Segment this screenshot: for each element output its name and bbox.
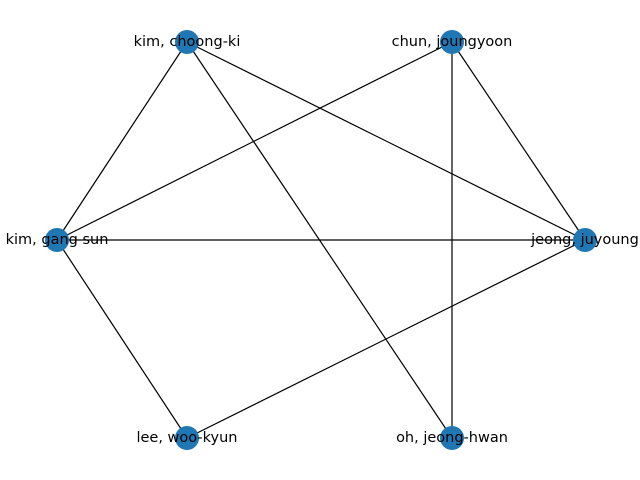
- node-label-lee-woo-kyun: lee, woo-kyun: [136, 430, 237, 446]
- edge-chun-joungyoon-kim-gang-sun: [56, 41, 453, 241]
- edge-kim-choong-ki-kim-gang-sun: [56, 41, 188, 241]
- labels-layer: kim, choong-ki chun, joungyoon kim, gang s…: [6, 34, 639, 446]
- node-lee-woo-kyun: [175, 426, 199, 450]
- node-kim-choong-ki: [175, 30, 199, 54]
- node-oh-jeong-hwan: [440, 426, 464, 450]
- node-kim-gang-sun: [45, 228, 69, 252]
- edge-chun-joungyoon-jeong-juyoung: [451, 41, 586, 241]
- node-label-jeong-juyoung: jeong, juyoung: [530, 232, 639, 248]
- node-label-kim-gang-sun: kim, gang sun: [6, 232, 109, 248]
- node-label-kim-choong-ki: kim, choong-ki: [134, 34, 241, 50]
- node-label-oh-jeong-hwan: oh, jeong-hwan: [396, 430, 508, 446]
- edge-kim-choong-ki-jeong-juyoung: [186, 41, 586, 241]
- node-chun-joungyoon: [440, 30, 464, 54]
- node-jeong-juyoung: [573, 228, 597, 252]
- edge-jeong-juyoung-lee-woo-kyun: [186, 239, 586, 439]
- edge-kim-gang-sun-lee-woo-kyun: [56, 239, 188, 439]
- nodes-layer: [45, 30, 597, 450]
- node-label-chun-joungyoon: chun, joungyoon: [392, 34, 513, 50]
- edges-layer: [56, 41, 586, 439]
